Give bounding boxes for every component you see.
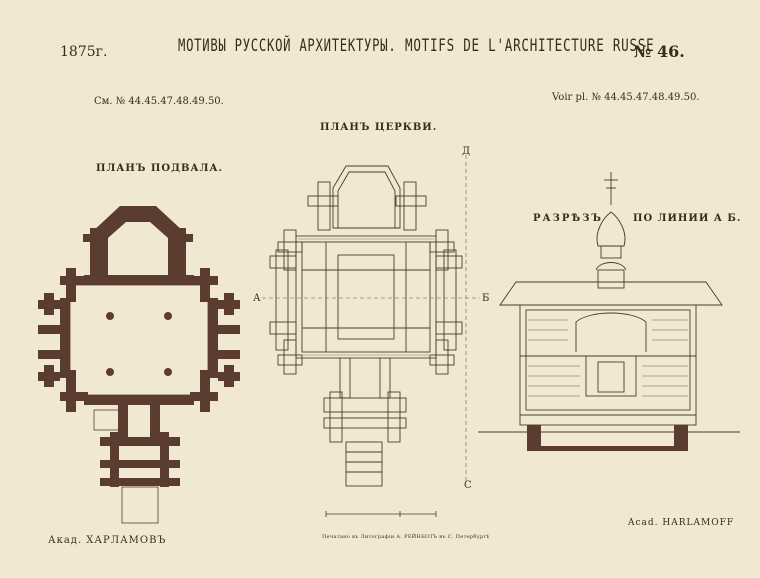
section-foundation (527, 425, 688, 451)
basement-plan-title: ПЛАНЪ ПОДВАЛА. (96, 163, 224, 174)
axis-mark-bottom: С (464, 480, 472, 491)
printer-imprint: Печатано въ Литографіи А. РЕЙНБОТЪ въ С.… (322, 534, 490, 540)
section-axis-lines (262, 155, 480, 482)
section-drawing (478, 172, 740, 433)
section-title: РАЗРѢЗЪ (533, 213, 603, 224)
church-plan-drawing (269, 165, 463, 487)
axis-mark-top: Д (462, 146, 471, 157)
author-signature-left: Акад. ХАРЛАМОВЪ (48, 535, 167, 546)
plate-number: № 46. (634, 42, 685, 61)
title-french: MOTIFS DE L'ARCHITECTURE RUSSE (405, 36, 655, 56)
title-russian: МОТИВЫ РУССКОЙ АРХИТЕКТУРЫ. (178, 36, 397, 56)
axis-mark-right: Б (482, 293, 490, 304)
author-signature-right: Acad. HARLAMOFF (628, 518, 735, 528)
section-log-courses (528, 319, 688, 397)
reference-right: Voir pl. № 44.45.47.48.49.50. (552, 92, 700, 103)
church-plan-hatching (296, 235, 436, 359)
reference-left: См. № 44.45.47.48.49.50. (94, 96, 224, 107)
axis-mark-left: А (253, 293, 261, 304)
basement-plan-outline (69, 284, 209, 524)
year-label: 1875г. (60, 44, 108, 60)
section-line-title: ПО ЛИНИИ А Б. (633, 213, 742, 224)
basement-plan-drawing (38, 206, 240, 487)
church-plan-title: ПЛАНЪ ЦЕРКВИ. (320, 122, 438, 133)
scale-bar (325, 511, 437, 517)
